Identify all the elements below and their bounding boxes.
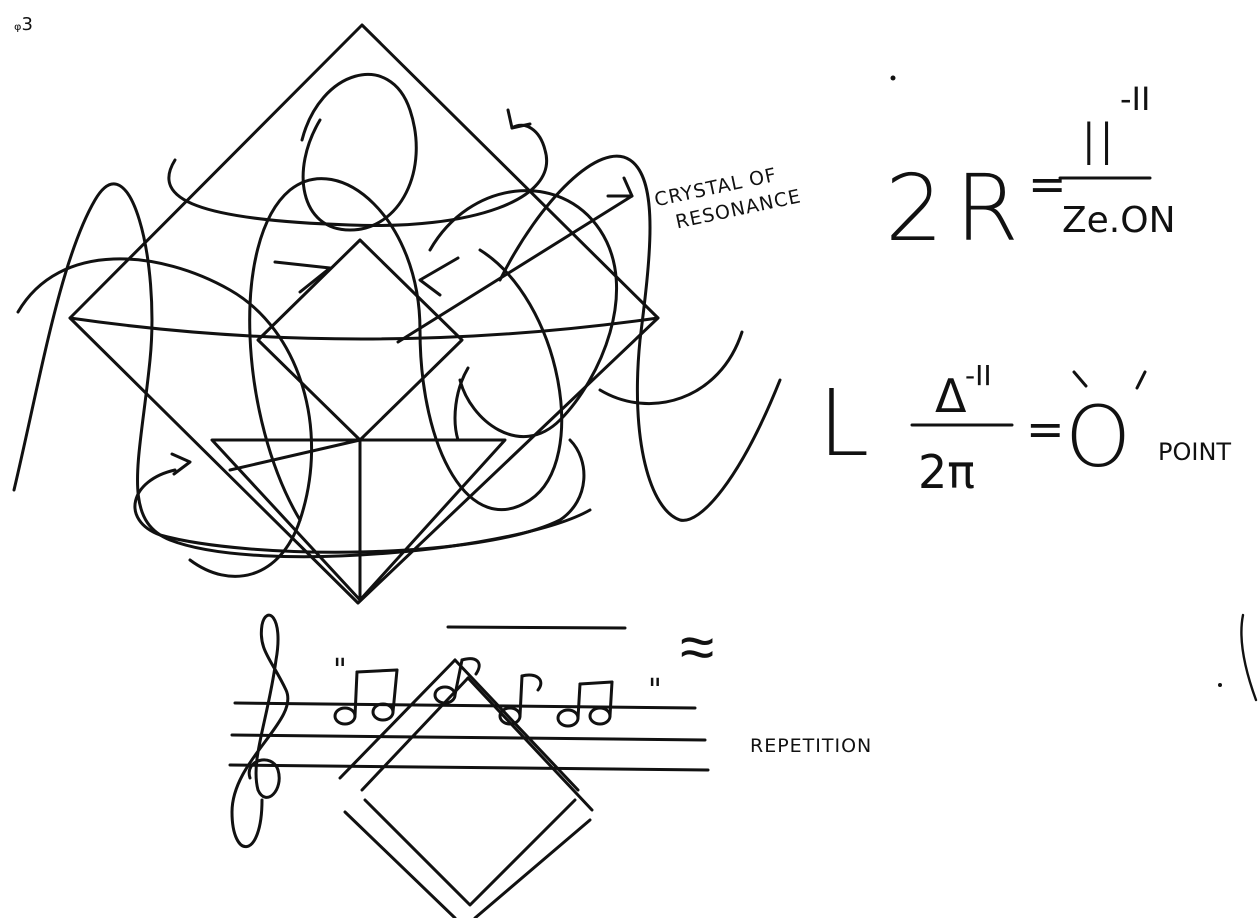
note-pair-2 <box>556 680 614 728</box>
edge-stroke <box>1240 613 1258 702</box>
eq2-result: O <box>1065 388 1131 486</box>
resonance-waves <box>12 72 782 578</box>
music-diagonal-4 <box>466 676 594 812</box>
wave-top-arc <box>167 123 549 228</box>
staff-line-1 <box>233 701 697 710</box>
repetition-label: REPETITION <box>750 735 872 757</box>
inner-triangle-left <box>273 260 332 294</box>
inner-diag-left <box>228 438 362 472</box>
staff-line-3 <box>228 763 710 772</box>
eq2-result-tick-right <box>1135 370 1147 390</box>
wave-center-loop <box>248 177 564 522</box>
wave-right-tail <box>598 330 744 405</box>
equation-point: L Δ -II 2π = O POINT <box>818 359 1231 499</box>
eq1-variable: R <box>955 155 1019 262</box>
wave-inner-stroke <box>453 366 470 442</box>
equation-resonance: 2 R = II -II Ze.ON <box>885 80 1176 262</box>
music-open-quote: " <box>333 653 347 688</box>
label-pointer-arrowhead <box>606 176 634 198</box>
note-flag-2 <box>498 673 543 726</box>
octahedron-outline <box>68 23 660 605</box>
inner-triangle-right <box>418 256 460 297</box>
approx-symbol: ≈ <box>680 610 714 683</box>
eq2-denominator: 2π <box>918 445 975 499</box>
note-pair-1 <box>333 668 399 726</box>
wave-top-loop <box>300 72 418 232</box>
wave-right-inner <box>428 189 619 439</box>
music-diagonal-2 <box>360 676 470 792</box>
eq1-numerator-exponent: -II <box>1120 80 1150 118</box>
music-diagonal-1 <box>338 658 457 780</box>
crystal-label: CRYSTAL OF RESONANCE <box>652 164 803 234</box>
octahedron-equator <box>68 316 660 341</box>
wave-bottom-arc <box>133 438 586 554</box>
staff-line-2 <box>230 733 707 742</box>
lower-diamond-left <box>363 798 577 907</box>
music-diagonal-3 <box>453 658 580 792</box>
wave-left-loop <box>16 257 313 578</box>
top-arc-arrowhead <box>506 108 532 130</box>
lower-diamond-outer <box>343 810 457 918</box>
music-close-quote: " <box>648 673 662 708</box>
eq2-numerator-exponent: -II <box>965 359 992 392</box>
crystal-of-resonance-figure <box>68 23 660 605</box>
music-staff-figure: " " ≈ <box>228 610 714 918</box>
eq2-result-tick-left <box>1072 370 1088 388</box>
eq2-result-subscript: POINT <box>1158 438 1231 466</box>
lower-diamond-outer-right <box>473 818 592 918</box>
eq1-coefficient: 2 <box>885 155 944 262</box>
eq2-prefix: L <box>818 370 869 477</box>
music-overline <box>446 625 627 630</box>
eq2-equals: = <box>1026 402 1065 456</box>
eq1-numerator: II <box>1080 110 1115 180</box>
eq1-denominator: Ze.ON <box>1062 200 1176 241</box>
ink-dot-2 <box>1218 683 1222 687</box>
wave-left-outer <box>12 182 592 559</box>
label-pointer-line <box>396 194 634 344</box>
wave-right-outer <box>498 154 782 522</box>
treble-clef-icon <box>230 613 290 848</box>
eq1-equals: = <box>1028 157 1067 211</box>
ink-dot-1 <box>890 75 896 81</box>
eq2-numerator: Δ <box>935 369 967 423</box>
page-number-mark: ᵩ3 <box>14 14 33 35</box>
bottom-arc-arrowhead <box>170 452 192 476</box>
